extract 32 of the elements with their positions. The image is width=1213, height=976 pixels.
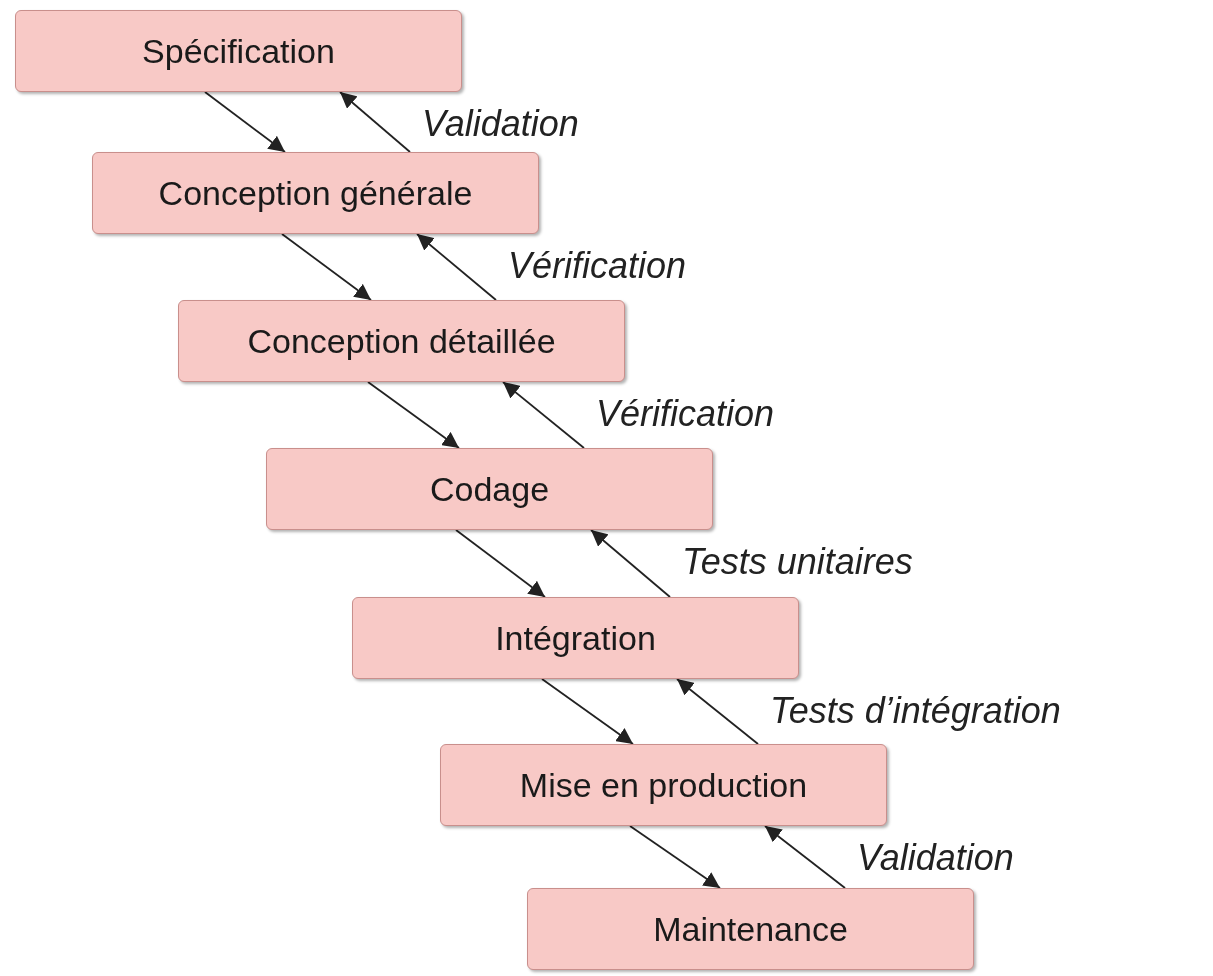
arrow [764,825,846,889]
arrow [281,233,372,301]
arrow [455,529,546,598]
box-text: Codage [429,471,550,507]
box-text: Maintenance [653,911,848,947]
process-box [92,152,539,234]
arrow [339,91,411,153]
process-box [15,10,462,92]
box-text: Spécification [142,33,335,69]
box-text: Conception générale [158,175,473,211]
arrow [502,381,585,449]
box-text: Conception détaillée [247,323,556,359]
process-box [178,300,625,382]
arrow [204,91,286,153]
arrow [416,233,497,301]
process-box [352,597,799,679]
arrow [629,825,721,889]
arrow [676,678,759,745]
process-box [266,448,713,530]
edge-label: Vérification [508,244,687,288]
box-text: Mise en production [519,767,808,803]
edge-label: Tests unitaires [682,540,913,584]
arrow [590,529,671,598]
arrow [541,678,634,745]
process-box [527,888,974,970]
edge-label: Validation [857,836,1014,880]
arrow [367,381,460,449]
edge-label: Validation [422,102,579,146]
edge-label: Vérification [596,392,775,436]
process-box [440,744,887,826]
box-text: Intégration [495,620,656,656]
edge-label: Tests d’intégration [770,689,1061,733]
